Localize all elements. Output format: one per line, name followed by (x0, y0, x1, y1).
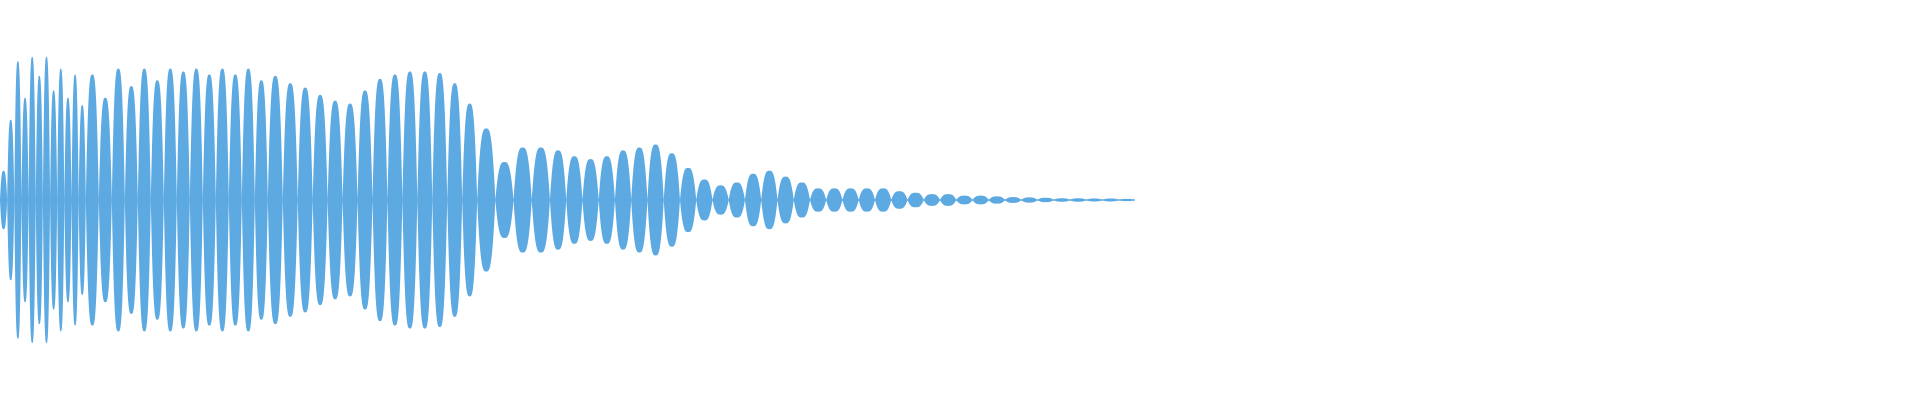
waveform-lobes (0, 56, 1135, 344)
